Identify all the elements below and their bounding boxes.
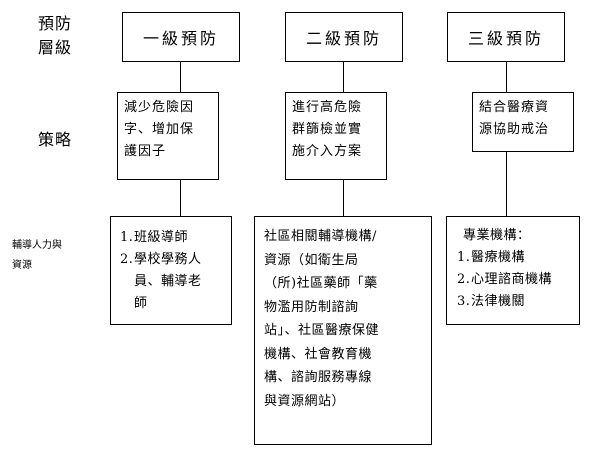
connector-tertiary-2 [506, 152, 507, 216]
resource-heading: 專業機構： [463, 228, 531, 243]
level-box-tertiary: 三級預防 [447, 12, 565, 62]
list-item-line: 學校學務人 [134, 252, 202, 267]
strategy-box-primary: 減少危險因 字、增加保 護因子 [117, 92, 219, 180]
resource-line: 與資源網站） [264, 393, 346, 409]
list-item: 2. 學校學務人 員、輔導老 師 [120, 249, 228, 315]
list-item-text: 班級導師 [134, 230, 189, 245]
list-item-line: 員、輔導老 [134, 274, 202, 289]
level-box-primary: 一級預防 [122, 12, 240, 62]
list-item-number: 2. [120, 252, 134, 267]
resource-box-primary: 1. 班級導師 2. 學校學務人 員、輔導老 師 [110, 216, 232, 325]
list-item-number: 2. [457, 272, 471, 287]
strategy-line: 源協助戒治 [479, 122, 550, 137]
list-item-number: 3. [457, 294, 471, 309]
strategy-line: 護因子 [124, 144, 167, 159]
resource-line: 機構、社會教育機 [264, 346, 373, 362]
list-item-number: 1. [120, 230, 134, 245]
row-label-level-line-1: 預防 [38, 14, 73, 33]
connector-secondary-1 [343, 62, 344, 92]
row-label-strategy: 策略 [38, 130, 73, 149]
resource-line: 社區相關輔導機構/ [264, 229, 377, 244]
connector-primary-2 [180, 180, 181, 216]
resource-line: 站」、社區醫療保健 [264, 323, 380, 338]
list-item: 1. 醫療機構 [457, 247, 579, 269]
strategy-line: 施介入方案 [292, 144, 363, 159]
resource-list-tertiary: 專業機構： 1. 醫療機構 2. 心理諮商機構 3. 法律機關 [457, 225, 579, 313]
row-label-resources-line-1: 輔導人力與 [12, 240, 62, 251]
strategy-line: 字、增加保 [124, 122, 195, 137]
list-item-text: 心理諮商機構 [471, 272, 553, 287]
connector-primary-1 [180, 62, 181, 92]
list-item: 3. 法律機關 [457, 291, 579, 313]
resource-list-primary: 1. 班級導師 2. 學校學務人 員、輔導老 師 [120, 227, 228, 315]
connector-secondary-2 [343, 180, 344, 216]
strategy-box-tertiary: 結合醫療資 源協助戒治 [472, 92, 574, 152]
strategy-line: 群篩檢並實 [292, 122, 363, 137]
resource-line: 物濫用防制諮詢 [264, 299, 359, 315]
list-item-text: 醫療機構 [471, 250, 526, 265]
row-label-level-line-2: 層級 [38, 38, 73, 57]
list-item-text: 法律機關 [471, 294, 526, 309]
level-box-secondary: 二級預防 [285, 12, 403, 62]
resource-box-secondary: 社區相關輔導機構/ 資源（如衛生局 （所)社區藥師「藥 物濫用防制諮詢 站」、社… [254, 216, 432, 445]
row-label-level: 預防 層級 [38, 12, 72, 60]
list-item-text: 學校學務人 員、輔導老 師 [134, 249, 228, 315]
resource-line: （所)社區藥師「藥 [264, 276, 378, 291]
connector-tertiary-1 [506, 62, 507, 92]
row-label-resources: 輔導人力與 資源 [12, 236, 62, 276]
list-item-number: 1. [457, 250, 471, 265]
strategy-line: 減少危險因 [124, 100, 195, 115]
resource-box-tertiary: 專業機構： 1. 醫療機構 2. 心理諮商機構 3. 法律機關 [446, 216, 580, 325]
strategy-box-secondary: 進行高危險 群篩檢並實 施介入方案 [285, 92, 387, 180]
list-item-line: 師 [134, 296, 148, 311]
resource-line: 資源（如衛生局 [264, 252, 359, 268]
list-item: 2. 心理諮商機構 [457, 269, 579, 291]
resource-text-secondary: 社區相關輔導機構/ 資源（如衛生局 （所)社區藥師「藥 物濫用防制諮詢 站」、社… [264, 225, 430, 413]
list-item: 1. 班級導師 [120, 227, 228, 249]
resource-line: 構、諮詢服務專線 [264, 370, 373, 385]
strategy-line: 結合醫療資 [479, 100, 550, 115]
row-label-resources-line-2: 資源 [12, 260, 32, 271]
strategy-line: 進行高危險 [292, 100, 363, 115]
